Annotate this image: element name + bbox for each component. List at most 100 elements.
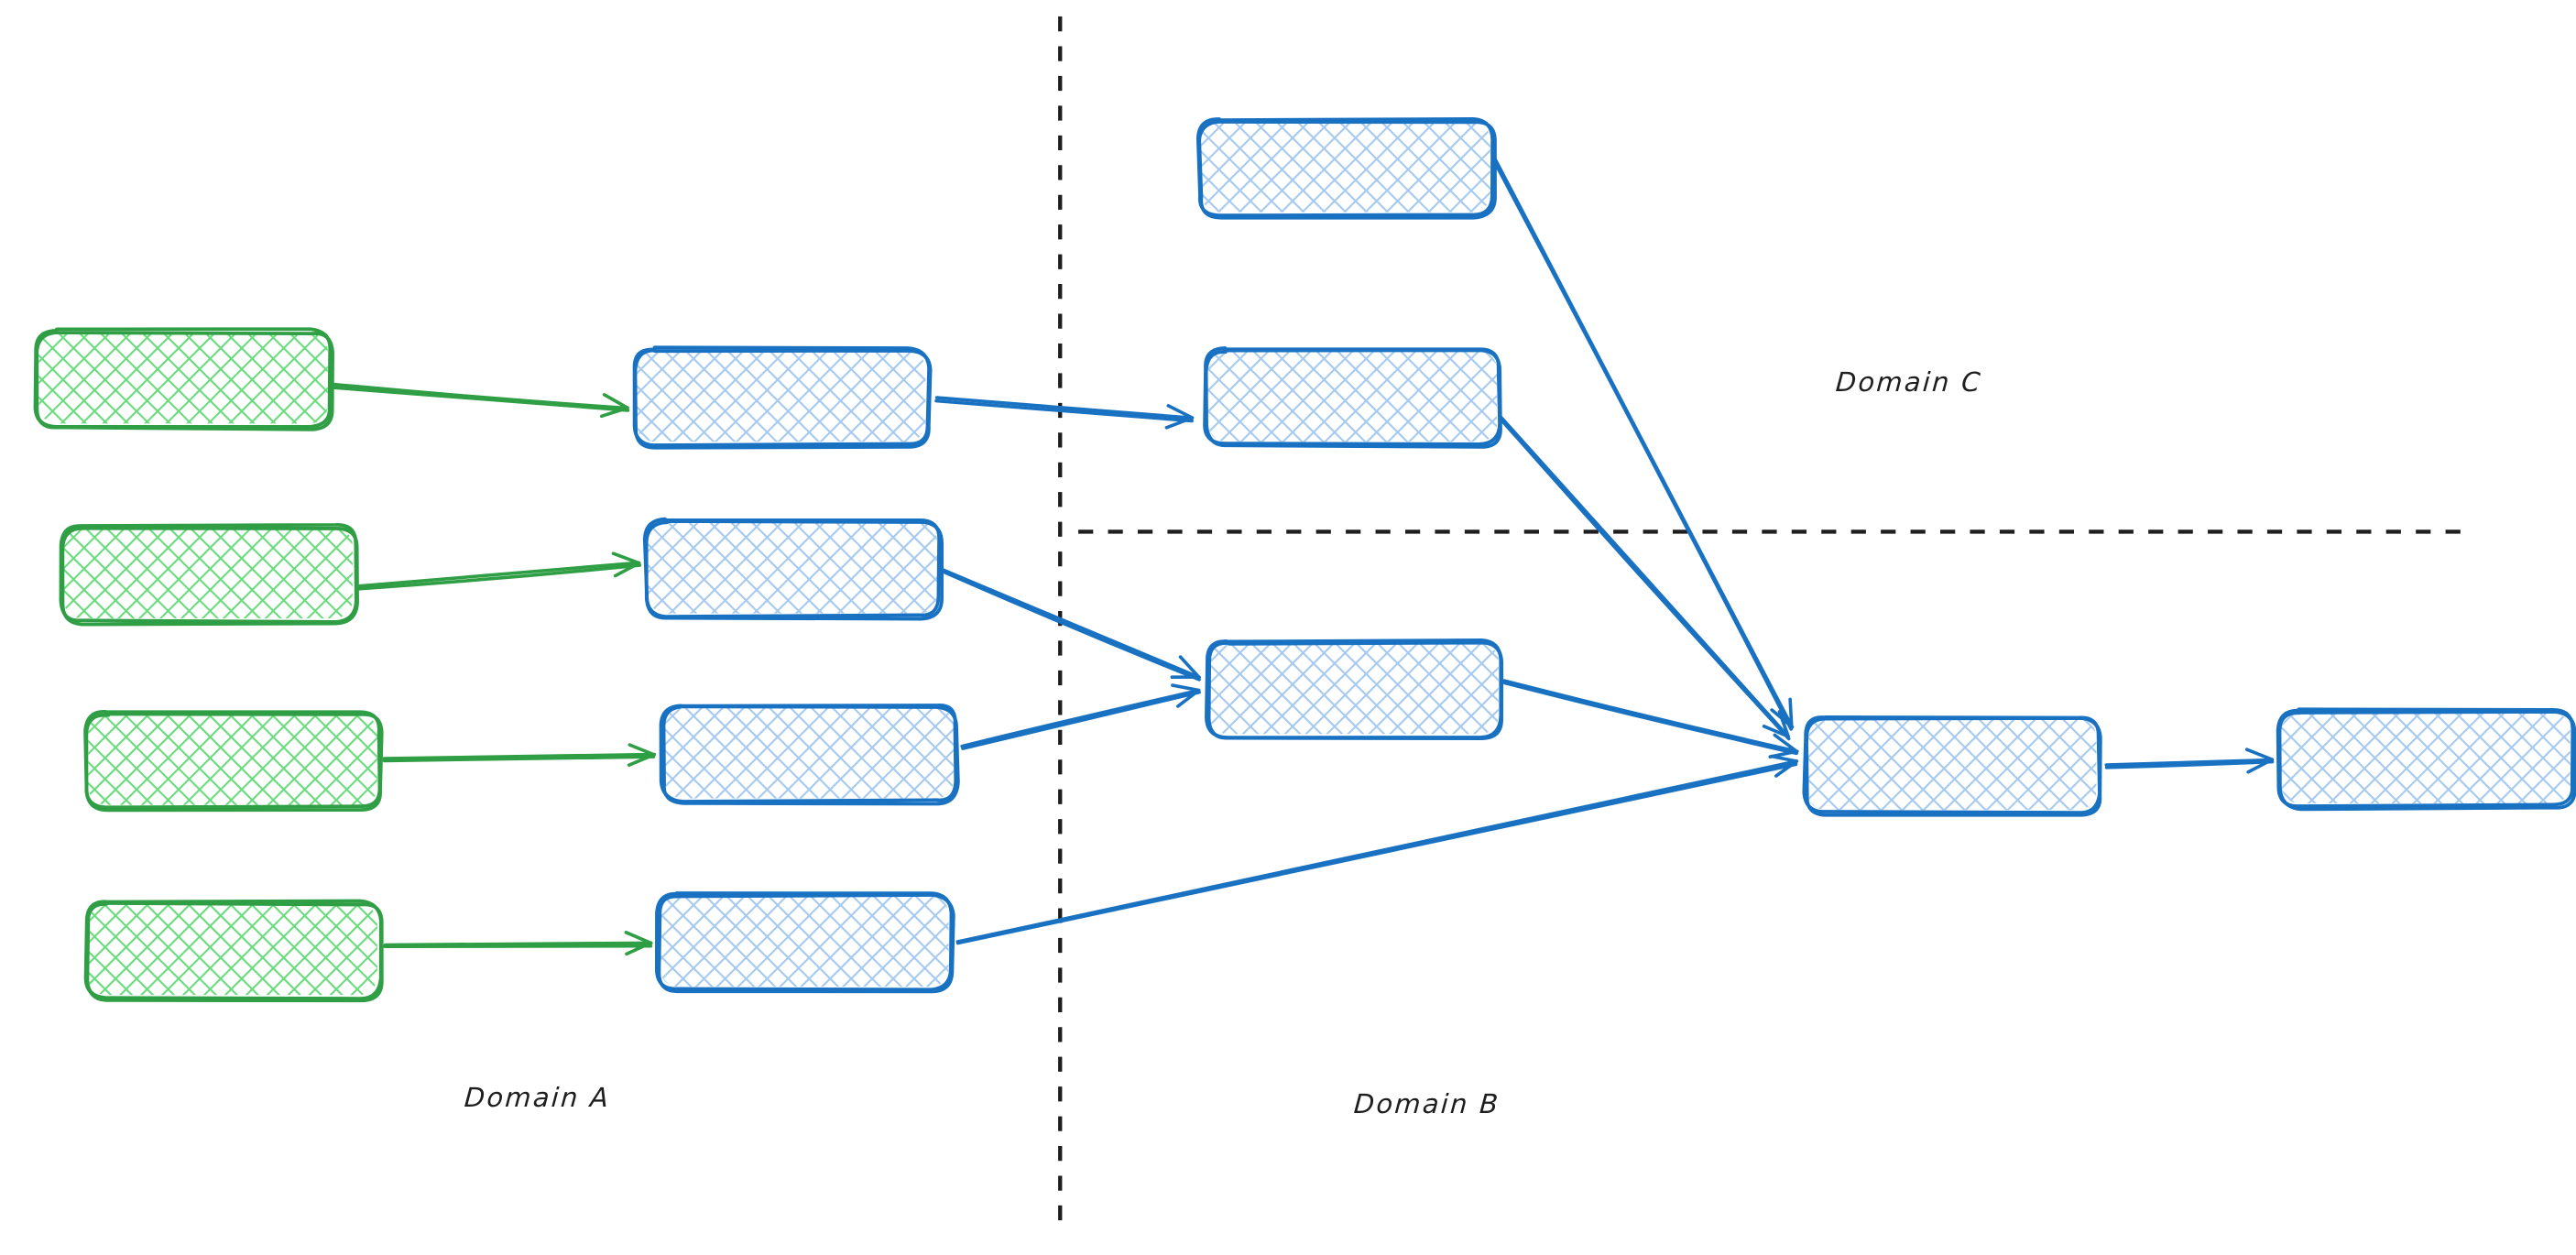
edge-line bbox=[331, 382, 629, 410]
edge-line bbox=[358, 561, 640, 588]
arrow-head bbox=[1777, 710, 1790, 738]
edge-c1-d1 bbox=[1491, 157, 1795, 731]
edge-a2-b2 bbox=[357, 551, 642, 591]
node-outline bbox=[1204, 348, 1502, 449]
edge-line bbox=[383, 941, 653, 947]
node-c1[interactable] bbox=[1195, 117, 1497, 220]
edge-line bbox=[934, 396, 1194, 420]
edge-c3-d1 bbox=[1502, 679, 1799, 758]
arrow-head bbox=[599, 406, 629, 419]
edge-b4-d1 bbox=[955, 754, 1799, 945]
edge-b3-c3 bbox=[960, 683, 1201, 750]
edge-line bbox=[961, 690, 1201, 750]
arrow-head bbox=[627, 753, 656, 767]
arrow-head bbox=[624, 931, 653, 945]
node-a2[interactable] bbox=[59, 522, 359, 627]
node-fill bbox=[38, 333, 328, 424]
edge-d1-e1 bbox=[2104, 748, 2275, 774]
node-c3[interactable] bbox=[1205, 638, 1504, 740]
edge-group bbox=[331, 157, 2275, 956]
edge-line bbox=[1502, 679, 1799, 754]
edge-line bbox=[955, 762, 1798, 945]
node-outline bbox=[85, 901, 384, 1003]
node-fill bbox=[660, 895, 949, 988]
node-fill bbox=[1209, 643, 1499, 735]
node-fill bbox=[664, 707, 954, 799]
node-outline bbox=[60, 526, 359, 627]
node-b2[interactable] bbox=[642, 517, 944, 621]
edge-a4-b4 bbox=[383, 931, 653, 956]
node-outline bbox=[657, 893, 955, 994]
edge-line bbox=[960, 688, 1201, 748]
node-outline bbox=[644, 519, 944, 621]
edge-a3-b3 bbox=[382, 743, 657, 767]
label-domain-c: Domain C bbox=[1835, 366, 1984, 398]
arrow-head bbox=[1788, 697, 1794, 728]
node-c2[interactable] bbox=[1203, 346, 1502, 449]
node-group bbox=[33, 117, 2576, 1003]
node-fill bbox=[648, 522, 937, 614]
edge-b1-c2 bbox=[934, 396, 1195, 430]
node-fill bbox=[88, 903, 377, 996]
node-fill bbox=[1207, 351, 1498, 442]
edge-b2-c3 bbox=[940, 568, 1201, 682]
edge-line bbox=[383, 944, 653, 949]
arrow-head bbox=[613, 561, 641, 578]
node-a1[interactable] bbox=[33, 327, 334, 431]
node-b1[interactable] bbox=[632, 345, 933, 450]
arrow-head bbox=[611, 551, 641, 565]
edge-c2-d1 bbox=[1499, 415, 1791, 741]
node-fill bbox=[88, 714, 377, 805]
node-outline bbox=[661, 704, 960, 806]
arrow-head bbox=[2244, 748, 2275, 762]
edge-line bbox=[1499, 415, 1790, 738]
edge-line bbox=[2104, 758, 2274, 767]
arrow-head bbox=[1164, 416, 1195, 430]
arrow-head bbox=[1768, 749, 1798, 758]
node-a3[interactable] bbox=[83, 710, 384, 813]
node-outline bbox=[1197, 119, 1497, 220]
label-domain-b: Domain B bbox=[1352, 1087, 1501, 1119]
arrow-head bbox=[1762, 724, 1790, 738]
edge-line bbox=[382, 752, 657, 760]
node-fill bbox=[1806, 719, 2097, 811]
arrow-head bbox=[1773, 733, 1798, 753]
arrow-head bbox=[625, 941, 653, 956]
divider-group bbox=[1058, 16, 2464, 1236]
arrow-head bbox=[2246, 758, 2275, 774]
edge-line bbox=[940, 568, 1201, 680]
arrow-head bbox=[1176, 688, 1201, 708]
node-outline bbox=[84, 712, 384, 813]
edge-line bbox=[1502, 681, 1798, 756]
edge-line bbox=[2104, 759, 2275, 769]
edge-line bbox=[1499, 418, 1791, 741]
node-outline bbox=[633, 348, 933, 450]
arrow-head bbox=[1166, 404, 1195, 420]
node-fill bbox=[636, 351, 926, 442]
node-a4[interactable] bbox=[83, 899, 384, 1003]
node-fill bbox=[63, 527, 353, 619]
arrow-head bbox=[628, 743, 656, 757]
edge-line bbox=[331, 386, 630, 412]
node-outline bbox=[2277, 710, 2576, 812]
arrow-head bbox=[1171, 683, 1201, 693]
edge-line bbox=[357, 563, 642, 591]
node-b4[interactable] bbox=[654, 891, 955, 994]
edge-line bbox=[1491, 158, 1793, 731]
node-fill bbox=[1201, 121, 1490, 213]
node-outline bbox=[1206, 640, 1504, 740]
node-b3[interactable] bbox=[659, 704, 960, 806]
edge-line bbox=[941, 569, 1201, 682]
node-d1[interactable] bbox=[1802, 715, 2102, 817]
edge-a1-b1 bbox=[331, 382, 630, 419]
arrow-head bbox=[602, 393, 629, 410]
node-e1[interactable] bbox=[2276, 707, 2576, 812]
edge-line bbox=[382, 755, 656, 763]
node-fill bbox=[2281, 712, 2571, 803]
edge-line bbox=[934, 398, 1194, 423]
label-domain-a: Domain A bbox=[463, 1081, 611, 1113]
arrow-head bbox=[1774, 759, 1798, 778]
node-outline bbox=[1805, 716, 2102, 817]
